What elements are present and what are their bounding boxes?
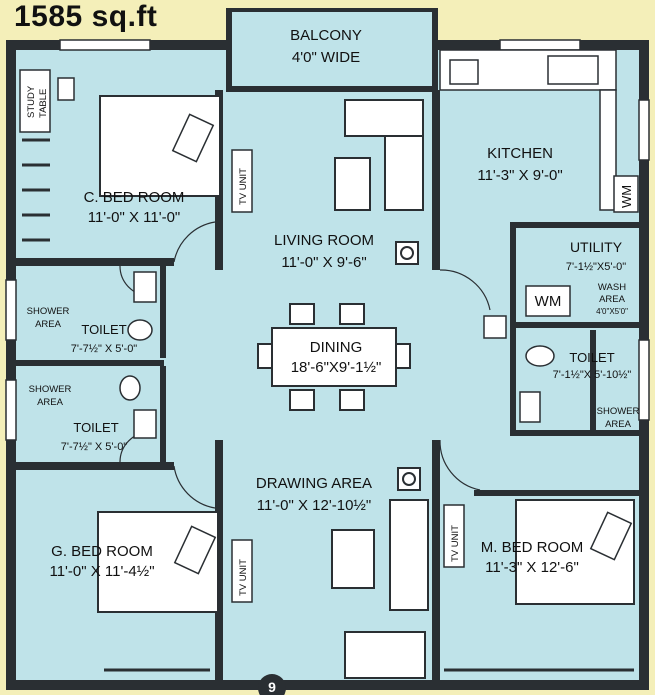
bed-g <box>97 511 219 613</box>
tv-unit-label-m-bed: TV UNIT <box>450 525 461 562</box>
entry-marker-number: 9 <box>268 679 276 695</box>
dining-name: DINING <box>310 339 363 356</box>
shower-left-lower-1: SHOWER <box>29 384 72 395</box>
entry-marker <box>258 674 286 695</box>
toilet-left-upper-size: 7'-7½" X 5'-0" <box>71 343 138 355</box>
c-bed-room-name: C. BED ROOM <box>84 189 185 206</box>
shower-left-upper-1: SHOWER <box>27 306 70 317</box>
toilet-left-lower-name: TOILET <box>73 420 118 435</box>
g-bed-room-name: G. BED ROOM <box>51 543 153 560</box>
balcony-floor <box>226 8 438 90</box>
drawing-area-size: 11'-0" X 12'-10½" <box>257 497 372 514</box>
balcony-size: 4'0" WIDE <box>292 49 360 66</box>
living-sofa <box>334 99 424 265</box>
shower-right-2: AREA <box>605 419 632 430</box>
g-bed-room-size: 11'-0" X 11'-4½" <box>49 563 154 580</box>
dining-size: 18'-6"X9'-1½" <box>291 359 382 376</box>
study-table-label-1: STUDY <box>26 85 37 118</box>
shower-right-1: SHOWER <box>597 406 640 417</box>
study-table-label-2: TABLE <box>38 89 49 118</box>
kitchen-wm-label: WM <box>619 185 634 208</box>
wash-area-name-2: AREA <box>599 294 626 305</box>
area-title: 1585 sq.ft <box>14 0 158 33</box>
c-bed-room-size: 11'-0" X 11'-0" <box>88 209 181 226</box>
shower-left-upper-2: AREA <box>35 319 62 330</box>
utility-wm-label: WM <box>535 293 562 310</box>
living-room-size: 11'-0" X 9'-6" <box>281 254 366 271</box>
drawing-sofa <box>331 467 429 679</box>
bed-c <box>99 95 221 197</box>
m-bed-room-size: 11'-3" X 12'-6" <box>485 559 579 576</box>
toilet-right-name: TOILET <box>569 350 614 365</box>
toilet-left-lower-size: 7'-7½" X 5'-0" <box>61 441 128 453</box>
toilet-left-upper-name: TOILET <box>81 322 126 337</box>
study-table <box>19 69 75 133</box>
kitchen-name: KITCHEN <box>487 145 553 162</box>
m-bed-room-name: M. BED ROOM <box>481 539 584 556</box>
tv-unit-label-g-bed: TV UNIT <box>238 559 249 596</box>
shower-left-lower-2: AREA <box>37 397 64 408</box>
living-room-name: LIVING ROOM <box>274 232 374 249</box>
dining-table <box>257 303 411 411</box>
toilet-right-size: 7'-1½"X 5'-10½" <box>553 369 632 381</box>
utility-name: UTILITY <box>570 239 623 255</box>
utility-size: 7'-1½"X5'-0" <box>566 261 626 273</box>
tv-units <box>231 149 465 603</box>
balcony-name: BALCONY <box>290 27 362 44</box>
kitchen-counters <box>439 49 639 213</box>
kitchen-size: 11'-3" X 9'-0" <box>477 167 562 184</box>
wash-area-name-1: WASH <box>598 282 626 293</box>
windows <box>5 39 650 441</box>
bed-m <box>515 499 635 605</box>
toilet-fixtures <box>119 271 555 439</box>
utility-wm-box <box>525 285 571 317</box>
drawing-area-name: DRAWING AREA <box>256 475 372 492</box>
window-grilles <box>22 138 634 672</box>
wash-area-size: 4'0"X5'0" <box>596 307 628 316</box>
tv-unit-label-living: TV UNIT <box>238 168 249 205</box>
